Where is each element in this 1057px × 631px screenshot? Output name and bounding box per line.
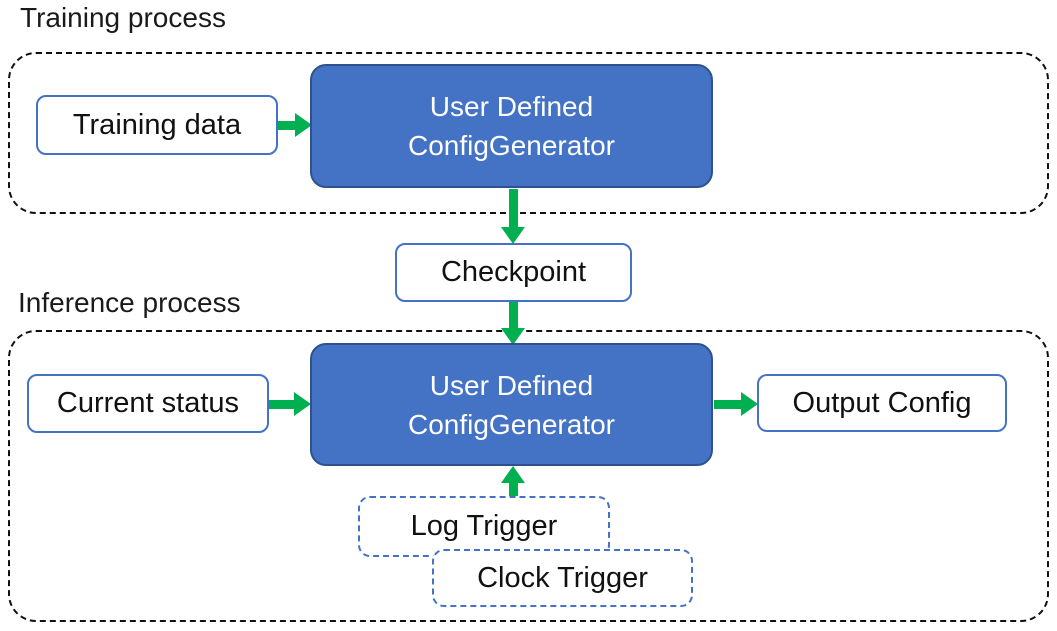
training-data-node: Training data (36, 95, 278, 155)
arrow-checkpoint-to-inference-generator-icon (501, 301, 525, 345)
current-status-node: Current status (27, 374, 269, 433)
training-process-container (8, 52, 1049, 214)
clock-trigger-node: Clock Trigger (432, 549, 693, 607)
generator-label-line2: ConfigGenerator (407, 130, 615, 161)
log-trigger-node: Log Trigger (358, 496, 610, 557)
arrow-shaft (268, 399, 294, 409)
generator-label-line2: ConfigGenerator (407, 408, 615, 440)
arrow-head (501, 227, 525, 244)
output-config-node: Output Config (757, 374, 1007, 432)
arrow-training-data-to-generator-icon (277, 113, 312, 137)
arrow-head (501, 328, 525, 345)
generator-label-line1: User Defined (429, 369, 594, 401)
checkpoint-node: Checkpoint (395, 243, 632, 302)
arrow-shaft (277, 120, 295, 130)
training-config-generator-node: User Defined ConfigGenerator (310, 64, 713, 188)
arrow-head (294, 392, 311, 416)
arrow-current-status-to-generator-icon (268, 392, 311, 416)
arrow-triggers-to-generator-icon (501, 466, 525, 498)
training-process-label: Training process (20, 2, 226, 33)
generator-label-line1: User Defined (429, 91, 594, 122)
arrow-head (741, 392, 758, 416)
arrow-shaft (714, 399, 741, 409)
arrow-shaft (508, 189, 518, 227)
arrow-shaft (508, 301, 518, 328)
arrow-head (295, 113, 312, 137)
arrow-shaft (508, 483, 518, 498)
inference-config-generator-node: User Defined ConfigGenerator (310, 343, 713, 466)
arrow-generator-to-output-config-icon (714, 392, 758, 416)
arrow-head (501, 466, 525, 483)
arrow-generator-to-checkpoint-icon (501, 189, 525, 244)
inference-process-label: Inference process (18, 287, 241, 318)
inference-process-container (8, 330, 1049, 622)
